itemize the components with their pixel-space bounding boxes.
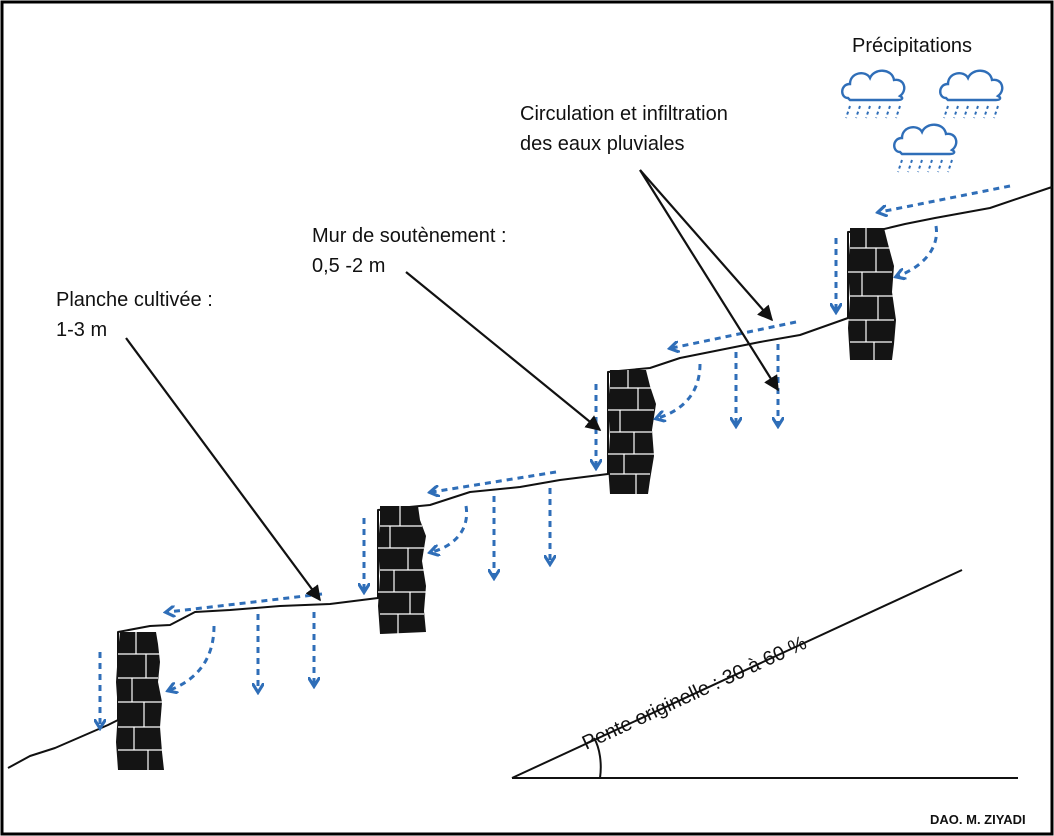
planche-label-line1: Planche cultivée : (56, 289, 213, 311)
drain-flow-arrow (658, 363, 702, 418)
retaining-wall (848, 228, 896, 360)
retaining-wall (378, 506, 426, 634)
surface-flow-arrow (880, 184, 1011, 212)
mur-pointer (405, 271, 602, 431)
credit-label: DAO. M. ZIYADI (930, 812, 1026, 827)
rain-cloud-icon (939, 69, 1004, 119)
drain-flow-arrow (898, 225, 938, 276)
retaining-wall (116, 632, 164, 770)
precipitations-label: Précipitations (852, 35, 972, 57)
slope-indicator (511, 569, 1018, 779)
retaining-wall (608, 370, 656, 494)
circulation-pointer (639, 169, 774, 322)
circulation-label-line1: Circulation et infiltration (520, 103, 728, 125)
planche-pointer (125, 337, 321, 602)
surface-flow-arrow (168, 592, 323, 612)
slope-label: Pente originelle : 30 à 60 % (579, 632, 810, 755)
mur-label-line1: Mur de soutènement : (312, 225, 507, 247)
rain-cloud-icon (893, 123, 958, 173)
angle-arc (593, 737, 602, 779)
drain-flow-arrow (432, 505, 469, 552)
circulation-label-line2: des eaux pluviales (520, 133, 685, 155)
rain-cloud-icon (841, 69, 906, 119)
circulation-pointer (639, 169, 779, 392)
drain-flow-arrow (170, 625, 216, 690)
water-flow-arrows (100, 184, 1011, 726)
planche-label-line2: 1-3 m (56, 319, 107, 341)
mur-label-line2: 0,5 -2 m (312, 255, 385, 277)
surface-flow-arrow (432, 470, 557, 492)
